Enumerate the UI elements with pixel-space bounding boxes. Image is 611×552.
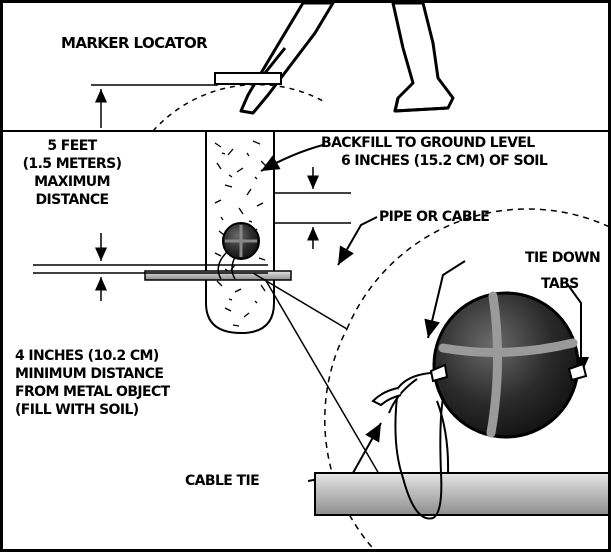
cable-tie: [371, 372, 450, 520]
dimension-lines: [33, 84, 351, 301]
label-cable-tie: CABLE TIE: [185, 473, 260, 489]
small-marker-cross: [225, 225, 257, 257]
magnify-lines: [252, 272, 397, 504]
magnified-circle: [324, 328, 375, 549]
label-pipe-or-cable: PIPE OR CABLE: [379, 209, 490, 225]
locator-device: [214, 72, 282, 85]
marker-installation-diagram: [3, 3, 608, 549]
magnified-circle-top: [346, 208, 608, 330]
large-pipe: [314, 472, 608, 516]
tab-left: [429, 363, 449, 383]
detection-arc: [152, 83, 324, 132]
tab-right: [567, 362, 588, 382]
large-marker-ball: [432, 291, 580, 439]
label-marker-locator: MARKER LOCATOR: [61, 34, 208, 52]
person-legs: [239, 3, 455, 115]
large-marker-cross: [438, 291, 578, 438]
locator-handle: [263, 47, 287, 74]
